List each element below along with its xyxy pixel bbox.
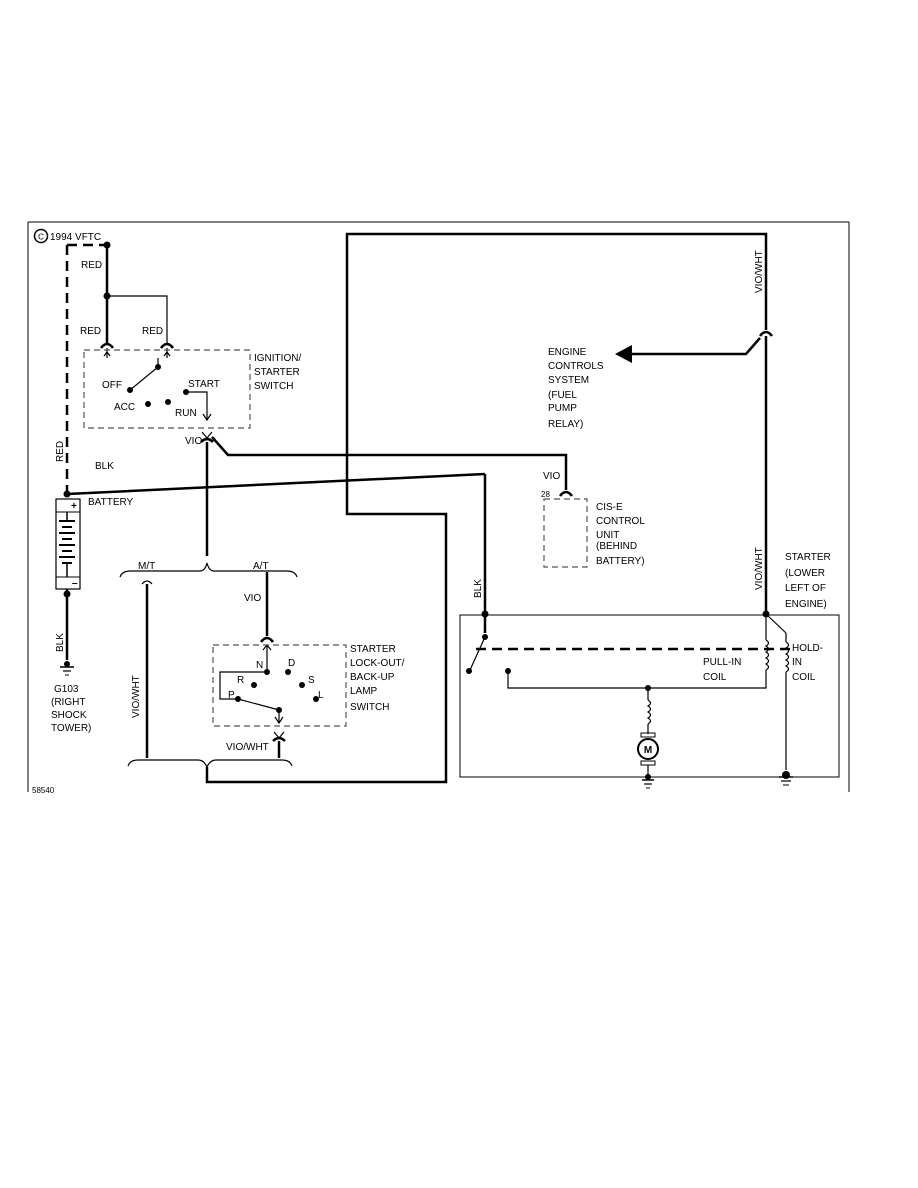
wire-vio-wht-top: VIO/WHT [754, 250, 765, 293]
wire-vio-at: VIO [244, 593, 261, 604]
battery-symbol [55, 472, 486, 676]
starter-motor: M [644, 745, 652, 756]
lockout-label-5: SWITCH [350, 702, 389, 713]
cis-pin: 28 [541, 490, 550, 499]
vio-connector [200, 431, 573, 556]
lockout-switch-box [212, 644, 347, 727]
figure-number: 58540 [32, 786, 55, 795]
starter-label-3: LEFT OF [785, 583, 826, 594]
ignition-switch-box [83, 349, 251, 429]
ignition-run: RUN [175, 408, 197, 419]
hold-in-label-3: COIL [792, 672, 816, 683]
battery-plus: + [71, 501, 77, 512]
cis-label-1: CIS-E [596, 502, 623, 513]
wire-vio-cis: VIO [543, 471, 560, 482]
engine-label-4: (FUEL [548, 390, 577, 401]
ground-label-4: TOWER) [51, 723, 91, 734]
wire-vio-switch: VIO [185, 436, 202, 447]
starter-label-4: ENGINE) [785, 599, 827, 610]
lockout-n: N [256, 660, 263, 671]
wire-blk-battery: BLK [95, 461, 114, 472]
wire-red-left: RED [80, 326, 101, 337]
transmission-split [119, 232, 768, 784]
pull-in-label-1: PULL-IN [703, 657, 741, 668]
engine-label-5: PUMP [548, 403, 577, 414]
wire-blk-ground: BLK [55, 633, 66, 652]
wire-red-right: RED [142, 326, 163, 337]
wire-vio-wht-starter: VIO/WHT [754, 547, 765, 590]
ground-label-1: G103 [54, 684, 79, 695]
lockout-label-1: STARTER [350, 644, 396, 655]
cis-label-2: CONTROL [596, 516, 645, 527]
starter-label-1: STARTER [785, 552, 831, 563]
transmission-automatic: A/T [253, 561, 269, 572]
engine-label-2: CONTROLS [548, 361, 604, 372]
cis-label-4: (BEHIND [596, 541, 637, 552]
wire-vio-wht-mt: VIO/WHT [131, 675, 142, 718]
transmission-manual: M/T [138, 561, 155, 572]
lockout-r: R [237, 675, 244, 686]
cis-unit-box [543, 498, 588, 568]
wire-red-top: RED [81, 260, 102, 271]
lockout-label-3: BACK-UP [350, 672, 395, 683]
ignition-label-3: SWITCH [254, 381, 293, 392]
cis-label-3: UNIT [596, 530, 619, 541]
lockout-label-4: LAMP [350, 686, 378, 697]
engine-label-3: SYSTEM [548, 375, 589, 386]
battery-minus: – [72, 578, 78, 589]
ignition-label-2: STARTER [254, 367, 300, 378]
wire-blk-starter: BLK [473, 579, 484, 598]
lockout-d: D [288, 658, 295, 669]
engine-label-1: ENGINE [548, 347, 587, 358]
hold-in-label-1: HOLD- [792, 643, 823, 654]
hold-in-label-2: IN [792, 657, 802, 668]
ground-label-2: (RIGHT [51, 697, 85, 708]
lockout-l: L [318, 690, 324, 701]
starter-label-2: (LOWER [785, 568, 825, 579]
lockout-switch-contacts [219, 669, 319, 758]
ignition-start: START [188, 379, 220, 390]
ignition-switch-contacts [127, 358, 212, 422]
wire-red-vertical: RED [55, 441, 66, 462]
ignition-off: OFF [102, 380, 122, 391]
pull-in-label-2: COIL [703, 672, 727, 683]
lockout-label-2: LOCK-OUT/ [350, 658, 405, 669]
copyright-mark: C [38, 233, 44, 242]
engine-controls-feed [615, 330, 773, 614]
starter-internals [466, 610, 793, 789]
copyright-circle [33, 228, 49, 244]
lockout-p: P [228, 690, 235, 701]
ignition-acc: ACC [114, 402, 135, 413]
lockout-s: S [308, 675, 315, 686]
ground-label-3: SHOCK [51, 710, 87, 721]
battery-label: BATTERY [88, 497, 134, 508]
cis-label-5: BATTERY) [596, 556, 645, 567]
engine-label-6: RELAY) [548, 419, 583, 430]
battery-feed [65, 241, 174, 495]
ignition-label-1: IGNITION/ [254, 353, 301, 364]
copyright-text: 1994 VFTC [50, 232, 101, 243]
wire-vio-wht-lockout: VIO/WHT [226, 742, 269, 753]
